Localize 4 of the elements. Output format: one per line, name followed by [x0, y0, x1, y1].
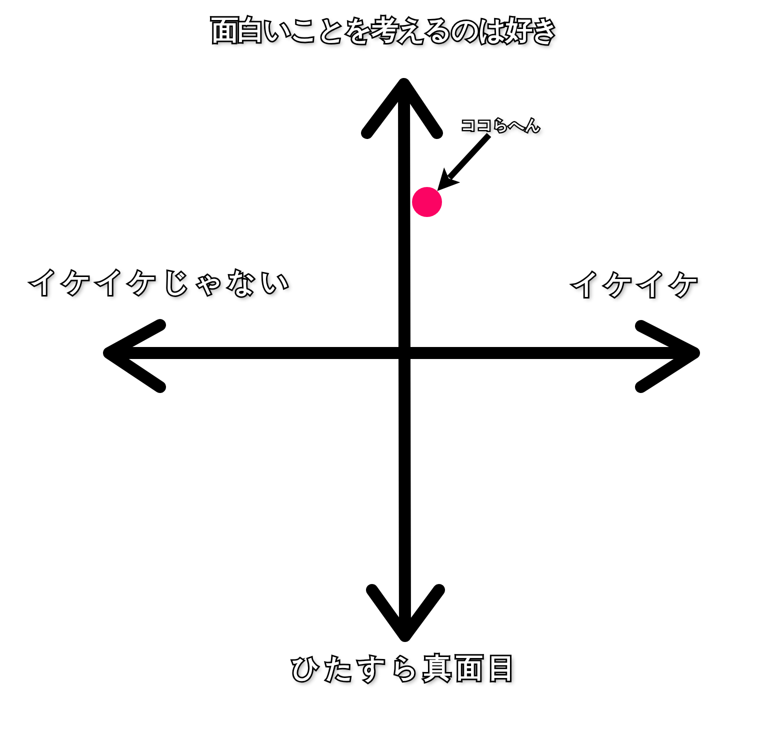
callout-label: ココらへん — [461, 116, 541, 135]
marker-dot — [412, 187, 442, 217]
axis-label: ひたすら真面目 — [292, 652, 520, 686]
axis-label: 面白いことを考えるのは好き — [212, 14, 558, 48]
